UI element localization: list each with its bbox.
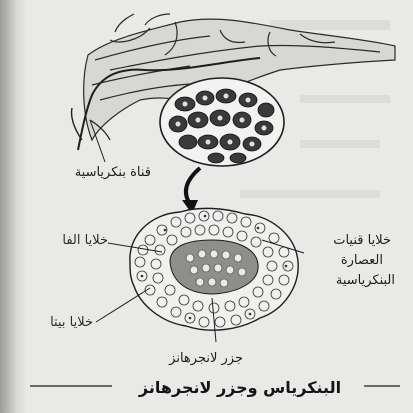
label-islets: جزر لانجرهانز <box>169 350 243 367</box>
label-pancreatic-duct: قناة بنكرياسية <box>75 164 151 181</box>
label-alpha-cells: خلايا الفا <box>28 232 108 249</box>
magnified-acini <box>160 78 284 166</box>
label-acinar-line-2: العصارة <box>341 252 383 269</box>
beta-leader-line <box>96 288 150 322</box>
label-acinar-line-1: خلايا قنيات <box>333 232 391 249</box>
arrow-icon <box>182 168 200 214</box>
label-beta-cells: خلايا بيتا <box>21 314 93 331</box>
label-acinar-line-3: البنكرياسية <box>336 272 395 289</box>
islet-of-langerhans <box>130 208 298 330</box>
figure-caption: البنكرياس وجزر لانجرهانز <box>120 378 360 397</box>
